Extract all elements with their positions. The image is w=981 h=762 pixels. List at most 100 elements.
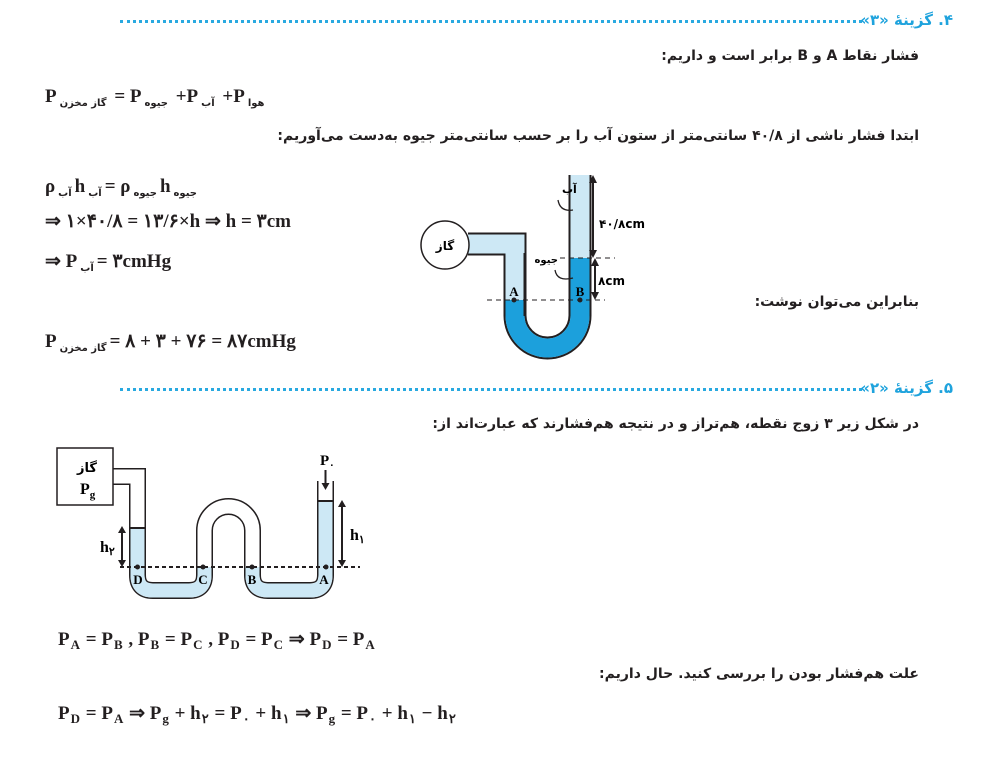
header-divider bbox=[120, 20, 862, 23]
equation-subscript: ۲ bbox=[448, 711, 456, 726]
equation-subscript: آب bbox=[201, 98, 215, 109]
point-a-label: A bbox=[509, 284, 519, 299]
equation-term: = P bbox=[81, 703, 113, 724]
equation-subscript: B bbox=[113, 637, 123, 652]
equation-subscript: هوا bbox=[247, 98, 265, 109]
equation-subscript: آب bbox=[88, 188, 102, 199]
equation-term: = P bbox=[332, 629, 365, 650]
water-right bbox=[245, 501, 333, 598]
equation-term: , P bbox=[203, 629, 230, 650]
q5-header-title: ۵. گزینهٔ «۲» bbox=[860, 379, 953, 397]
equation-term: ⇒ P bbox=[284, 629, 322, 650]
equation-term: h bbox=[159, 176, 171, 197]
equation-subscript: جیوه bbox=[173, 188, 197, 199]
q4-header: ۴. گزینهٔ «۳» bbox=[860, 10, 953, 30]
water-length-label: ۴۰/۸cm bbox=[599, 217, 645, 231]
equation-term: +P bbox=[217, 86, 245, 107]
point-c-label: C bbox=[198, 572, 207, 587]
equation-subscript: g bbox=[328, 711, 336, 726]
dimension-arrows bbox=[592, 179, 596, 297]
point-a-label: A bbox=[319, 572, 329, 587]
equation-subscript: A bbox=[70, 637, 80, 652]
equation-subscript: آب bbox=[80, 263, 94, 274]
equation-term: +P bbox=[170, 86, 199, 107]
equation-subscript: D bbox=[70, 711, 80, 726]
gas-label: گاز bbox=[435, 239, 454, 253]
equation-subscript: آب bbox=[58, 188, 72, 199]
q4-header-title: ۴. گزینهٔ «۳» bbox=[860, 11, 953, 29]
equation-term: ⇒ P bbox=[124, 703, 162, 724]
q4-line1: فشار نقاط A و B برابر است و داریم: bbox=[661, 48, 919, 64]
mercury-label: جیوه bbox=[535, 255, 558, 266]
equation-subscript: جیوه bbox=[144, 98, 168, 109]
equation-term: ρ bbox=[45, 176, 56, 197]
pointer-arrow-icon bbox=[554, 199, 574, 280]
equation-subscript: B bbox=[150, 637, 160, 652]
point-a bbox=[511, 297, 517, 303]
point-b bbox=[577, 297, 583, 303]
equation-term: P bbox=[45, 86, 57, 107]
p0-label: P۰ bbox=[320, 453, 335, 471]
equation-term: , P bbox=[123, 629, 150, 650]
mercury-length-label: ۸cm bbox=[598, 274, 625, 288]
equation-subscript: g bbox=[162, 711, 169, 726]
equation-term: ⇒ P bbox=[290, 703, 328, 724]
arrow-down-icon bbox=[321, 483, 330, 490]
tube bbox=[468, 165, 592, 360]
equation-term: P bbox=[58, 703, 70, 724]
equation-term: − h bbox=[416, 703, 448, 724]
q5-line2: علت هم‌فشار بودن را بررسی کنید. حال داری… bbox=[599, 666, 919, 682]
equation-subscript: ۱ bbox=[282, 711, 290, 726]
manometer-figure: گاز Pg D C B A P۰ h۱ h۲ bbox=[56, 447, 365, 599]
equation-term: ⇒ P bbox=[45, 251, 78, 272]
point-b-label: B bbox=[576, 284, 585, 299]
q5-eq1: PA = PB , PB = PC , PD = PC ⇒ PD = PA bbox=[58, 628, 376, 653]
u-tube-figure: گاز A B ۴۰/۸cm ۸cm آب جیوه bbox=[420, 165, 645, 360]
equation-term: = P bbox=[240, 629, 273, 650]
equation-subscript: D bbox=[322, 637, 332, 652]
water-left bbox=[130, 528, 212, 598]
equation-subscript: ۲ bbox=[201, 711, 209, 726]
water-label: آب bbox=[562, 182, 577, 196]
equation-subscript: جیوه bbox=[133, 188, 157, 199]
h1-label: h۱ bbox=[350, 527, 365, 546]
equation-term: = P bbox=[336, 703, 369, 724]
equation-subscript: گاز مخزن bbox=[59, 98, 107, 109]
equation-subscript: گاز مخزن bbox=[59, 343, 107, 354]
point-b-label: B bbox=[248, 572, 257, 587]
q4-eq3: ⇒ ۱×۴۰/۸ = ۱۳/۶×h ⇒ h = ۳cm bbox=[45, 210, 291, 233]
equation-subscript: ۰ bbox=[369, 711, 377, 726]
equation-term: = ۳cmHg bbox=[96, 251, 172, 272]
equation-term: + h bbox=[250, 703, 282, 724]
q5-header: ۵. گزینهٔ «۲» bbox=[860, 378, 953, 398]
equation-term: P bbox=[45, 331, 57, 352]
q4-line3: بنابراین می‌توان نوشت: bbox=[754, 294, 919, 310]
equation-subscript: A bbox=[113, 711, 124, 726]
equation-term: + h bbox=[377, 703, 408, 724]
equation-term: h bbox=[74, 176, 86, 197]
equation-subscript: D bbox=[230, 637, 240, 652]
equation-term: + h bbox=[169, 703, 201, 724]
equation-term: = ۸ + ۳ + ۷۶ = ۸۷cmHg bbox=[109, 331, 296, 352]
q5-line1: در شکل زیر ۳ زوج نقطه، هم‌تراز و در نتیج… bbox=[432, 416, 919, 432]
mercury bbox=[505, 258, 590, 358]
equation-subscript: A bbox=[365, 637, 375, 652]
equation-term: = ρ bbox=[104, 176, 131, 197]
pg-label: Pg bbox=[80, 481, 96, 501]
equation-term: = P bbox=[160, 629, 193, 650]
gas-label: گاز bbox=[76, 460, 97, 476]
q4-line2: ابتدا فشار ناشی از ۴۰/۸ سانتی‌متر از ستو… bbox=[277, 128, 919, 144]
equation-subscript: ۰ bbox=[242, 711, 250, 726]
equation-term: = P bbox=[81, 629, 113, 650]
gas-tank bbox=[420, 220, 470, 270]
equation-term: ⇒ ۱×۴۰/۸ = ۱۳/۶×h ⇒ h = ۳cm bbox=[45, 211, 291, 232]
equation-subscript: C bbox=[193, 637, 203, 652]
equation-term: = P bbox=[209, 703, 242, 724]
h2-label: h۲ bbox=[100, 539, 115, 558]
equation-subscript: C bbox=[273, 637, 284, 652]
equation-subscript: ۱ bbox=[408, 711, 416, 726]
header-divider bbox=[120, 388, 862, 391]
